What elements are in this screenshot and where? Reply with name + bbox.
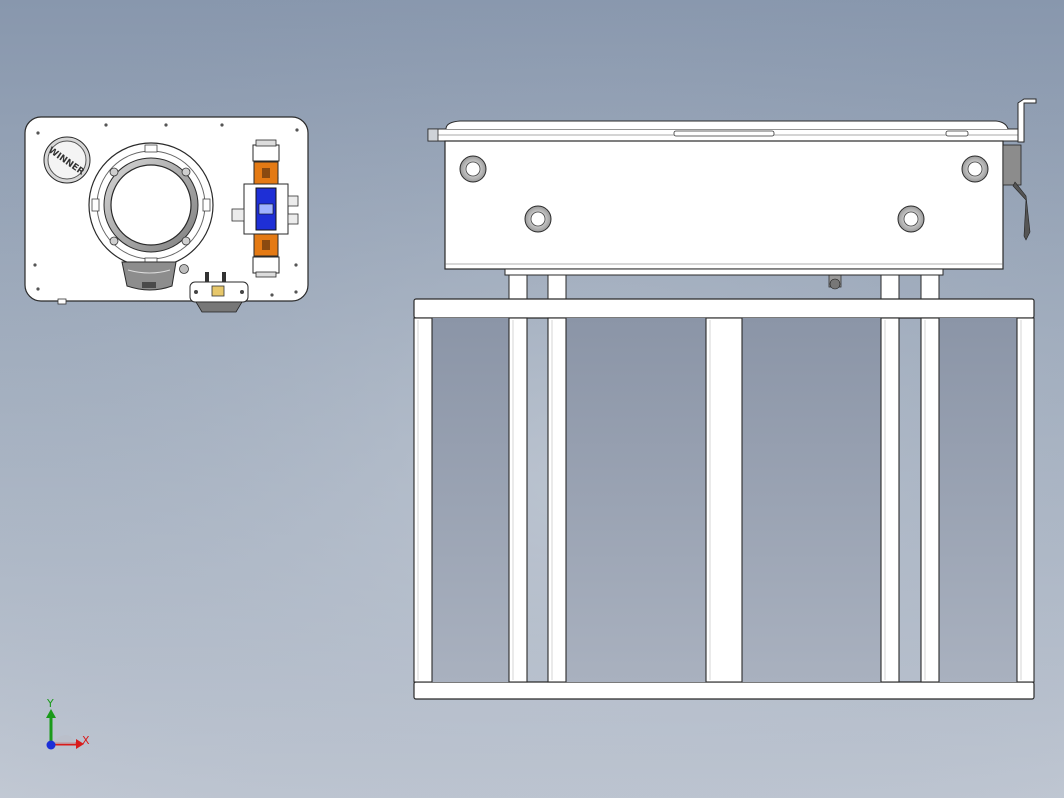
tank-top-rim — [427, 120, 1019, 142]
right-view-assembly[interactable] — [413, 98, 1037, 700]
tank-base-plate — [504, 268, 944, 276]
side-bracket — [1002, 98, 1037, 241]
left-view-control-box[interactable]: WINNER — [24, 116, 309, 313]
brand-badge: WINNER — [43, 136, 91, 184]
tank-bolts — [459, 155, 989, 233]
tank-body — [444, 140, 1004, 270]
cable-gland — [121, 261, 189, 291]
pressure-switch — [189, 272, 249, 313]
x-axis-label: X — [82, 734, 90, 747]
bottom-tab — [57, 298, 67, 305]
y-axis-label: Y — [47, 697, 54, 710]
support-frame — [413, 298, 1035, 700]
round-housing — [88, 142, 214, 268]
triad-arrows — [46, 709, 84, 750]
solenoid-valve — [231, 139, 299, 278]
axis-triad: X Y — [38, 697, 108, 760]
